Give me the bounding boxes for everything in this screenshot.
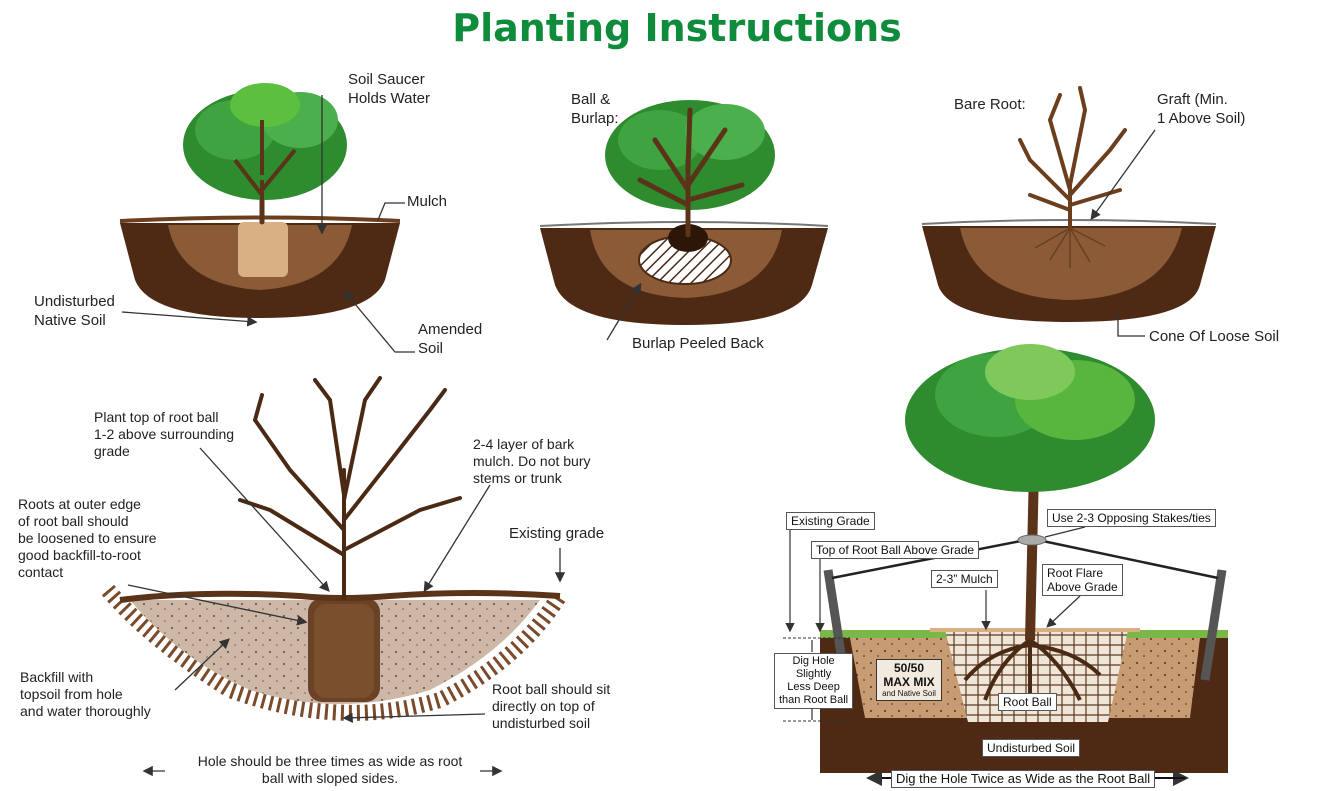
dig-twice-wide-box: Dig the Hole Twice as Wide as the Root B… bbox=[891, 770, 1156, 788]
staked-diagram bbox=[783, 344, 1228, 786]
stakes-box: Use 2-3 Opposing Stakes/ties bbox=[1047, 509, 1216, 527]
root-ball-sit-label: Root ball should sit directly on top of … bbox=[492, 681, 611, 731]
top-root-ball-box: Top of Root Ball Above Grade bbox=[811, 541, 980, 559]
mulch-depth-box: 2-3” Mulch bbox=[931, 570, 998, 588]
bare-root-diagram bbox=[921, 86, 1217, 337]
mix-subtitle: and Native Soil bbox=[882, 689, 936, 698]
ball-burlap-diagram bbox=[539, 100, 829, 341]
roots-outer-edge-label: Roots at outer edge of root ball should … bbox=[18, 496, 157, 580]
hole-width-label: Hole should be three times as wide as ro… bbox=[197, 753, 463, 786]
undisturbed-native-soil-label: Undisturbed Native Soil bbox=[34, 293, 115, 329]
cone-loose-soil-label: Cone Of Loose Soil bbox=[1149, 328, 1280, 345]
graft-label: Graft (Min. 1 Above Soil) bbox=[1157, 91, 1246, 127]
root-flare-box: Root Flare Above Grade bbox=[1042, 564, 1123, 596]
hole-diagram bbox=[101, 376, 567, 777]
plant-top-label: Plant top of root ball 1-2 above surroun… bbox=[94, 409, 235, 459]
saucer-diagram bbox=[119, 83, 415, 353]
mix-box: 50/50 MAX MIX and Native Soil bbox=[876, 659, 942, 701]
backfill-label: Backfill with topsoil from hole and wate… bbox=[20, 669, 151, 719]
bare-root-label: Bare Root: bbox=[954, 96, 1026, 113]
mulch-label: Mulch bbox=[407, 193, 448, 210]
dig-hole-depth-box: Dig Hole Slightly Less Deep than Root Ba… bbox=[774, 653, 854, 709]
amended-soil-label: Amended Soil bbox=[418, 321, 483, 357]
soil-saucer-label: Soil Saucer Holds Water bbox=[348, 71, 430, 107]
undisturbed-soil-box: Undisturbed Soil bbox=[982, 739, 1081, 757]
burlap-peeled-label: Burlap Peeled Back bbox=[632, 335, 764, 352]
page-title: Planting Instructions bbox=[452, 6, 902, 50]
mix-title: 50/50 MAX MIX bbox=[883, 661, 935, 689]
existing-grade-label: Existing grade bbox=[509, 525, 605, 542]
existing-grade-box: Existing Grade bbox=[786, 512, 875, 530]
root-ball-box: Root Ball bbox=[998, 693, 1057, 711]
bark-mulch-label: 2-4 layer of bark mulch. Do not bury ste… bbox=[473, 436, 591, 486]
ball-burlap-label: Ball & Burlap: bbox=[571, 91, 619, 127]
